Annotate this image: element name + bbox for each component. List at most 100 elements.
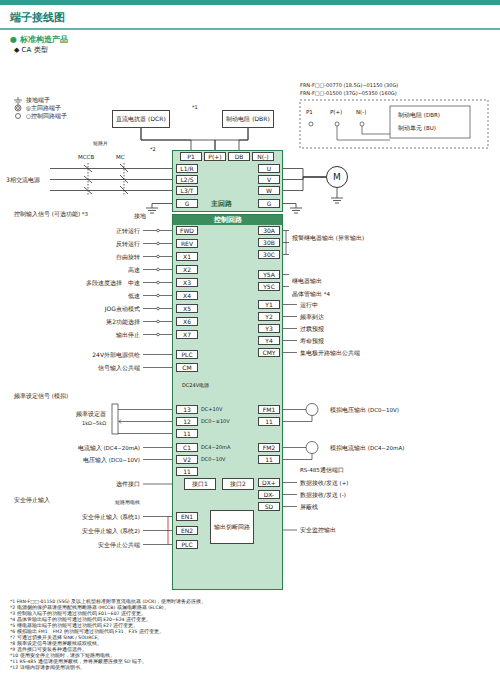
connector [239,128,248,152]
switch-contact [157,294,160,297]
wire [282,286,289,287]
terminal: Y3 [258,324,280,333]
terminal: 11 [176,429,198,438]
terminal-label: DB [235,154,244,160]
annotation: P1 [306,109,313,115]
annotation: 报警继电器输出 (异常输出) [292,235,364,241]
node-text: 主回路 [211,200,232,209]
footnote: *2 电源侧的保护器请使用配线用断路器 (MCCB) 或漏电断路器 (ELCB)… [10,605,169,610]
terminal-label: Y2 [265,314,272,320]
wire [282,304,297,305]
annotation: 频率设定器 [76,411,106,417]
node-text: 控制回路 [173,215,282,225]
terminal-label: EN1 [181,514,193,520]
terminal-label: 11 [265,419,273,425]
terminal: G [258,199,280,208]
annotation: 正转运行 [116,227,140,234]
terminal: 11 [258,455,280,464]
terminal: 30A [258,226,280,235]
annotation: 短路用电线 [115,500,140,506]
terminal-label: Y1 [265,302,272,308]
annotation: DC24V电源 [182,383,209,389]
relay-contact [286,231,287,255]
annotation: 数据接收/发送 (-) [300,491,346,497]
circuit-region: 控制回路FWDREVX1X2X3X4X5X6X7PLCCM131211C1V21… [172,214,283,590]
terminal-label: SD [265,504,273,510]
title-rule [0,28,500,30]
switch-contact [157,281,160,284]
terminal: 30B [258,238,280,247]
annotation: *2 [150,147,156,153]
terminal-label: X7 [183,332,191,338]
terminal: FM1 [258,405,280,414]
component-box: 直流电抗器 (DCR) [112,110,170,128]
switch-contact [157,242,160,245]
terminal: V [258,175,280,184]
annotation: DC0~10V [201,457,226,463]
annotation: MCCB [78,154,94,160]
footnote: *5 继电器输出端子的功能可通过功能代码 E27 进行变更。 [10,623,138,628]
terminal-label: DX- [264,492,275,498]
terminal: DX- [258,490,280,499]
terminal: FM2 [258,443,280,452]
node-text: 输出切断回路 [214,524,250,531]
footnote: *8 频率设定信号请使用屏蔽线或双绞线。 [10,641,102,646]
annotation: FRN-F□□-01500 (37G)~05350 (160G) [300,91,397,97]
annotation: 1kΩ~5kΩ [82,421,106,427]
terminal: PLC [176,350,198,359]
switch-contact [157,255,160,258]
node-text: M [333,172,341,182]
terminal: C1 [176,443,198,452]
wire [282,494,297,495]
terminal-label: X5 [183,306,191,312]
terminal-label: PLC [181,352,192,358]
terminal-label: 11 [183,431,191,437]
terminal-label: CMY [262,350,275,356]
legend-entry: 接地端子 [26,97,50,103]
annotation: 制动单元 (BU) [398,125,436,131]
potentiometer [112,404,176,434]
legend-entry: ◎主回路端子 [26,105,61,111]
annotation: 控制输入信号 (可选功能) *3 [14,211,88,217]
terminal-label: L2/S [181,177,194,183]
page-title: 端子接线图 [10,10,65,25]
terminal-label: 30C [263,252,275,258]
annotation: 信号输入公共端 [98,364,140,371]
connector [215,128,248,152]
terminal: DB [228,152,250,161]
terminal-label: V2 [183,457,191,463]
node-text: 直流电抗器 (DCR) [116,116,166,123]
terminal: DX+ [258,478,280,487]
terminal: 接口2 [222,478,254,490]
terminal-label: Y5A [263,272,275,278]
braking-unit-option [300,100,488,148]
terminal-label: P1 [187,154,194,160]
terminal: X5 [176,304,198,313]
terminal: X6 [176,317,198,326]
switch-contact [157,229,160,232]
terminal-label: 接口1 [192,481,208,487]
annotation: 运行中 [300,301,318,307]
terminal-label: G [185,201,190,207]
annotation: 3相交流电源 [6,176,40,183]
terminal-label: 30B [263,240,275,246]
component-box: 输出切断回路 [210,510,254,544]
connector [280,177,326,191]
terminal: V2 [176,455,198,464]
terminal: Y4 [258,336,280,345]
terminal: 30C [258,250,280,259]
annotation: 第2功能选择 [106,318,140,325]
annotation: 寿命预报 [300,337,324,343]
terminal: Y2 [258,312,280,321]
terminal-label: X3 [183,280,191,286]
node-text: 制动电阻 (DBR) [226,116,270,123]
footnote: *11 RS-485 通信请使用屏蔽线，并将屏蔽层连接至 SD 端子。 [10,659,147,664]
terminal-label: 接口2 [230,481,246,487]
circuit-region: 主回路L1/RL2/SL3/TUVWP1P(+)DBN(-)GG [172,150,283,212]
terminal-label: 13 [183,407,191,413]
annotation: 高速 [128,266,140,273]
terminal-label: Y3 [265,326,272,332]
terminal: PLC [176,540,198,549]
wire [282,482,297,483]
annotation: 多段速度选择 [86,279,122,285]
